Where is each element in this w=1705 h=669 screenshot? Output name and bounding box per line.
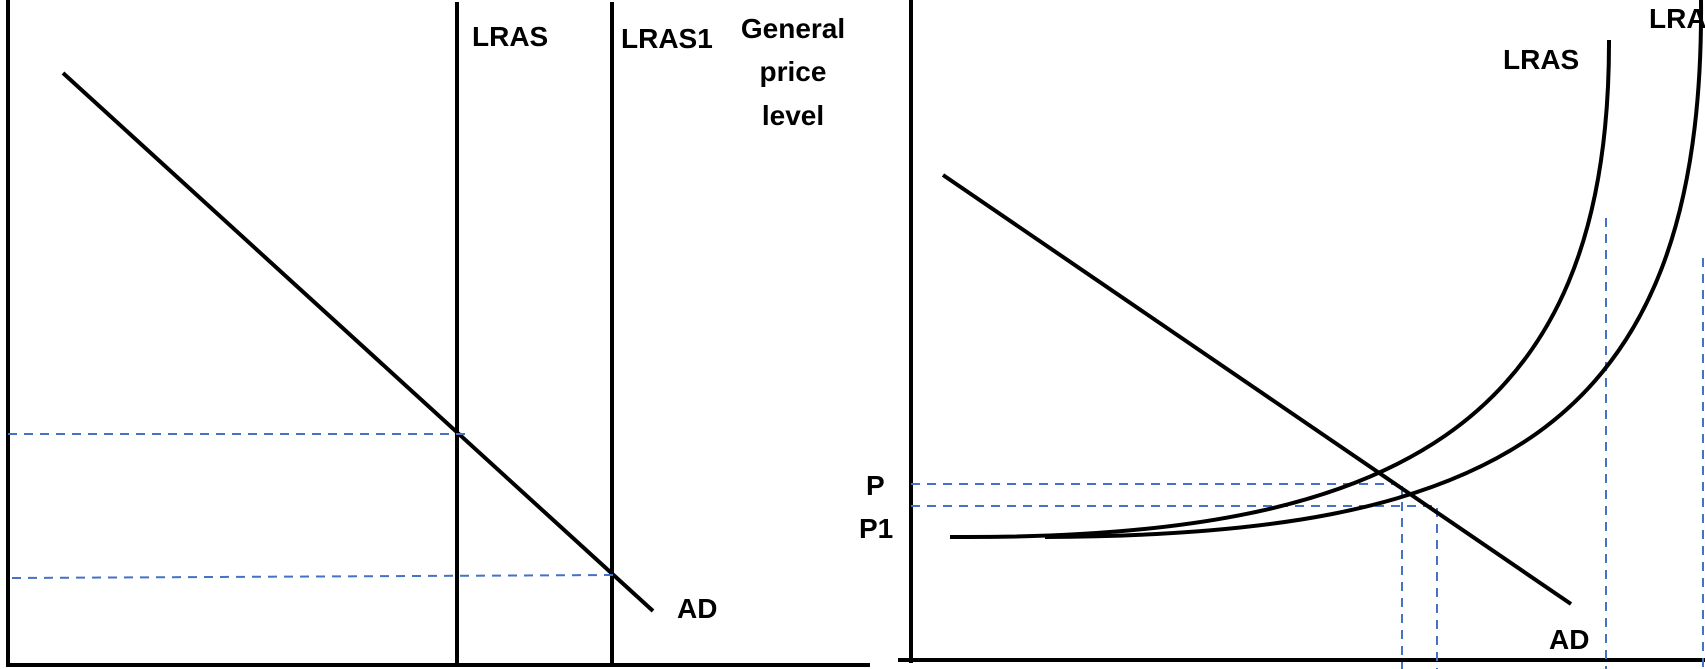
y-axis-title-line2: price <box>760 56 827 87</box>
right-p1-label: P1 <box>859 513 893 544</box>
y-axis-title-line1: General <box>741 13 845 44</box>
right-ad-line <box>941 173 1573 606</box>
left-ad-line <box>61 71 655 613</box>
left-lras-label: LRAS <box>472 21 548 52</box>
left-ad-label: AD <box>677 593 717 624</box>
right-lras-label: LRAS <box>1503 44 1579 75</box>
left-diagram: LRAS LRAS1 AD <box>6 0 870 667</box>
right-ad-label: AD <box>1549 624 1589 655</box>
right-lras1-curve <box>1044 0 1704 539</box>
right-diagram: General price level LRAS LRA AD P P1 <box>741 0 1705 669</box>
y-axis-title-line3: level <box>762 100 824 131</box>
right-lras1-label-clipped: LRA <box>1649 3 1705 34</box>
left-guide-price-2 <box>11 574 617 579</box>
right-lras-curve <box>949 39 1612 540</box>
left-lras1-label: LRAS1 <box>621 23 713 54</box>
right-p-label: P <box>866 470 885 501</box>
